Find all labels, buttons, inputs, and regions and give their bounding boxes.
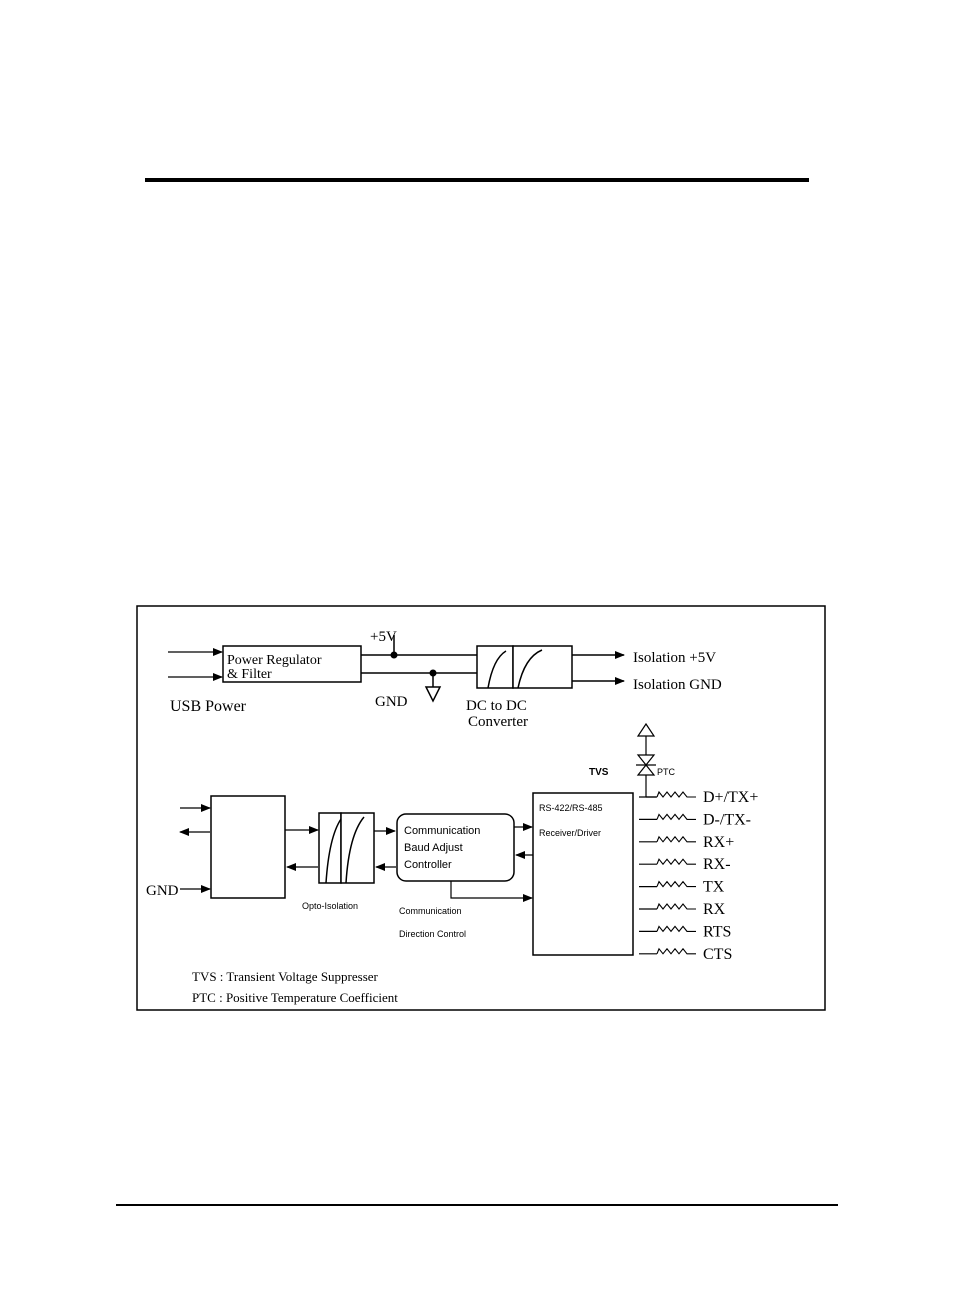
power-gnd-label: GND [375,694,408,710]
transceiver-block [532,792,634,956]
baud-controller-block [396,813,515,882]
opto-isolation-label: Opto-Isolation [302,901,358,911]
power-rails [361,635,477,703]
isolation-gnd-label: Isolation GND [633,677,722,693]
controller-label-3: Controller [404,859,452,871]
usb-power-inputs [168,648,223,681]
legend-ptc: PTC : Positive Temperature Coefficient [192,990,398,1005]
ptc-resistor [656,925,696,933]
output-label: RX- [703,856,731,873]
gnd-node [429,669,437,677]
ptc-resistor [656,902,696,910]
dcdc-converter [476,645,573,689]
output-label: TX [703,879,725,896]
ptc-resistor [656,858,696,866]
opto-isolator [318,812,375,884]
usb-to-opto-lines [285,826,319,871]
plus5v-label: +5V [370,629,397,645]
dcdc-label: DC to DC [466,698,527,714]
controller-label: Communication [404,825,480,837]
direction-label: Communication [399,906,462,916]
usb-power-label: USB Power [170,698,247,715]
signal-gnd-label: GND [146,883,179,899]
power-regulator-block [222,645,362,683]
transceiver-label: RS-422/RS-485 [539,803,603,813]
legend-tvs: TVS : Transient Voltage Suppresser [192,969,379,984]
usb-interface-lines [179,804,211,893]
tvs-label: TVS [589,767,609,778]
direction-label-2: Direction Control [399,929,466,939]
power-regulator-label: Power Regulator [227,653,322,668]
diagram-frame [136,605,826,1011]
tvs-protection [636,722,656,798]
transceiver-label-2: Receiver/Driver [539,828,601,838]
ptc-label: PTC [657,767,676,777]
ptc-resistor [656,947,696,955]
isolated-outputs [572,651,625,685]
ptc-resistor [656,790,696,798]
controller-label-2: Baud Adjust [404,842,463,854]
output-label: RX [703,901,726,918]
ptc-resistor [656,813,696,821]
output-label: D-/TX- [703,811,751,828]
plus5v-node [390,651,398,659]
ptc-resistor [656,880,696,888]
usb-interface-block [210,795,286,899]
opto-to-controller-lines [374,827,396,871]
header-rule [145,178,809,182]
output-label: CTS [703,946,732,963]
output-label: RX+ [703,834,734,851]
power-regulator-label-2: & Filter [227,667,272,682]
output-lines: D+/TX+ D-/TX- RX+ RX- TX RX RTS CTS [639,789,758,963]
footer-rule [116,1204,838,1206]
controller-to-transceiver-lines [450,823,533,902]
dcdc-label-2: Converter [468,714,528,730]
block-diagram: Power Regulator & Filter USB Power +5V G… [136,605,826,1011]
ptc-resistor [656,835,696,843]
output-label: RTS [703,923,731,940]
isolation-5v-label: Isolation +5V [633,650,716,666]
output-label: D+/TX+ [703,789,758,806]
